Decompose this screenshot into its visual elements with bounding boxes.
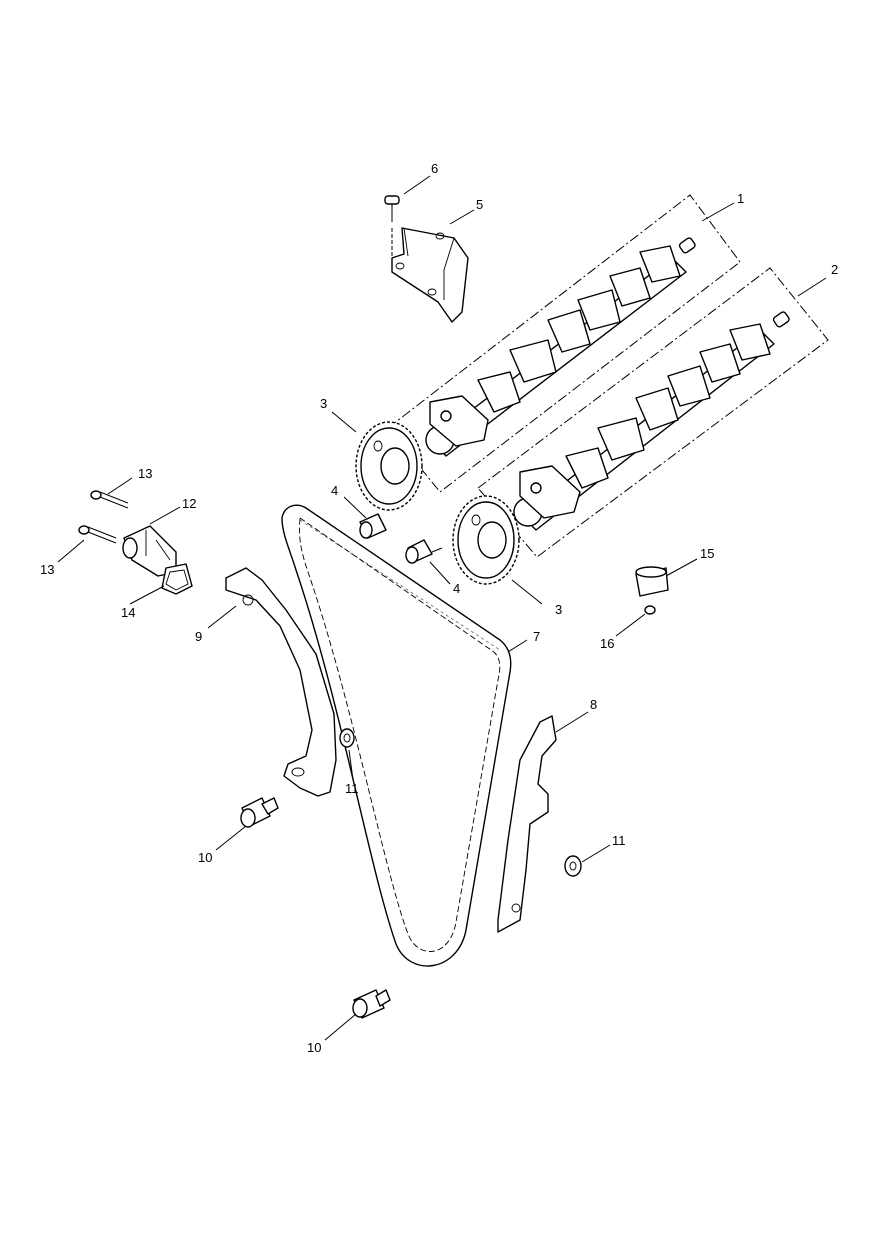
callout-10-upper: 10	[198, 850, 212, 865]
camshaft-group-box-1	[387, 194, 741, 493]
callout-9: 9	[195, 629, 202, 644]
bracket-screw	[384, 195, 400, 256]
callout-11-right: 11	[612, 833, 626, 848]
callout-13-lower: 13	[40, 562, 54, 577]
callout-4-upper: 4	[331, 483, 338, 498]
callout-5: 5	[476, 197, 483, 212]
cam-sprocket-lower	[452, 495, 520, 585]
cam-sprocket-upper	[355, 421, 423, 511]
callout-6: 6	[431, 161, 438, 176]
callout-13-upper: 13	[138, 466, 152, 481]
callout-16: 16	[600, 636, 614, 651]
washer-right	[564, 855, 582, 877]
callout-12: 12	[182, 496, 196, 511]
tensioner-gasket	[161, 563, 193, 595]
valve-shim	[644, 605, 656, 615]
timing-chain	[281, 504, 512, 967]
callout-15: 15	[700, 546, 714, 561]
callout-8: 8	[590, 697, 597, 712]
guide-bolt-upper	[240, 797, 279, 828]
callout-10-lower: 10	[307, 1040, 321, 1055]
tensioner-bolt-upper	[90, 490, 129, 509]
tappet-bucket	[635, 566, 669, 597]
callout-4-lower: 4	[453, 581, 460, 596]
callout-labels: 1 2 3 3 4 4 5 6 7 8 9 10 10 11 11 12 13 …	[40, 161, 838, 1055]
callout-14: 14	[121, 605, 135, 620]
washer-left	[339, 728, 355, 748]
callout-3-lower: 3	[555, 602, 562, 617]
chain-guide-fixed	[497, 715, 557, 933]
callout-2: 2	[831, 262, 838, 277]
guide-bolt-lower	[352, 989, 391, 1019]
callout-11-left: 11	[345, 781, 359, 796]
callout-7: 7	[533, 629, 540, 644]
callout-3-upper: 3	[320, 396, 327, 411]
callout-1: 1	[737, 191, 744, 206]
leader-lines	[57, 175, 827, 1041]
sprocket-bolt-lower	[405, 539, 443, 564]
tensioner-bolt-lower	[78, 525, 117, 544]
sprocket-bolt-upper	[359, 513, 387, 539]
camshaft-bracket	[391, 227, 469, 323]
tensioner-blade	[225, 567, 337, 797]
camshaft-exhaust	[513, 311, 790, 531]
camshaft-intake	[425, 237, 696, 457]
